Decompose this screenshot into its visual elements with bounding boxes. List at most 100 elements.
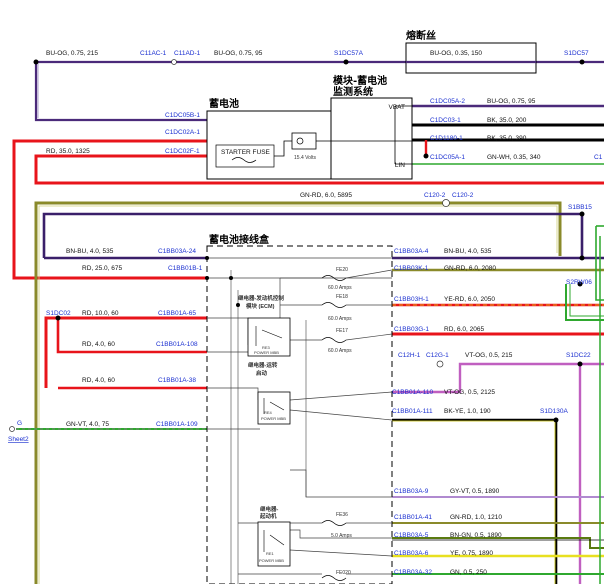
conn-c120-2b: C120-2 <box>452 192 474 199</box>
conn-c1bb01a109: C1BB01A-109 <box>156 421 198 428</box>
splice-dots <box>33 59 585 423</box>
wire-label-rd35: RD, 35.0, 1325 <box>46 148 90 155</box>
vbat-label: VBAT <box>389 104 406 111</box>
title-battery-monitor-2: 监测系统 <box>333 85 373 98</box>
wire-label-vtog-215: VT-OG, 0.5, 215 <box>465 352 513 359</box>
lin-label: LIN <box>395 162 405 169</box>
jb-bus-1 <box>207 257 392 320</box>
wire-red-main <box>12 139 207 280</box>
conn-s1dc57b: S1DC57 <box>564 50 589 57</box>
fuse-symbol <box>231 157 257 163</box>
conn-s1dc57a: S1DC57A <box>334 50 364 57</box>
relay-coil-ecm <box>255 326 283 346</box>
re1-sub-label: POWER MBB <box>259 558 284 563</box>
conn-c1bb03a4: C1BB03A-4 <box>394 248 429 255</box>
wire-label-top-mid: BU-OG, 0.75, 95 <box>214 50 263 57</box>
wire-label-vbat: BU-OG, 0.75, 95 <box>487 98 536 105</box>
wire-bngn <box>392 537 604 549</box>
relay-ign <box>257 391 291 425</box>
conn-c1dc05a1: C1DC05A-1 <box>430 154 465 161</box>
conn-c11ac1: C11AC-1 <box>140 50 167 57</box>
conn-c1bb03a6: C1BB03A-6 <box>394 550 429 557</box>
relay-ecm-title-2: 模块 (ECM) <box>246 302 275 310</box>
conn-s1bb15: S1BB15 <box>568 204 592 211</box>
conn-c11ad1: C11AD-1 <box>174 50 201 57</box>
conn-c1dc05b1: C1DC05B-1 <box>165 112 200 119</box>
re3-label: RE3 <box>262 345 271 350</box>
wire-olive-frame <box>34 201 562 584</box>
wire-rd4-a <box>56 318 207 354</box>
starter-fuse-label: STARTER FUSE <box>221 149 271 156</box>
wire-green-bundle-2 <box>569 284 604 317</box>
wire-label-bkye: BK-YE, 1.0, 190 <box>444 408 491 415</box>
relay-ign-title-1: 继电器-运转 <box>248 361 278 369</box>
conn-c1bb03g1: C1BB03G-1 <box>394 326 429 333</box>
conn-c1bb03a24: C1BB03A-24 <box>158 248 196 255</box>
conn-c1bb01a111: C1BB01A-111 <box>392 408 433 415</box>
junction-box <box>206 245 393 584</box>
battery-cell <box>291 132 317 150</box>
connector-rings <box>9 59 450 432</box>
conn-c1bb01a38: C1BB01A-38 <box>158 377 196 384</box>
title-junction-box: 蓄电池接线盒 <box>209 233 270 246</box>
wire-label-bnbu-left: BN-BU, 4.0, 535 <box>66 248 114 255</box>
conn-c120-2: C120-2 <box>424 192 446 199</box>
sheet-ref-link[interactable]: Sheet2 <box>8 436 29 443</box>
relay-ecm-title-1: 继电器-发动机控制 <box>238 294 284 302</box>
wire-label-gn: GN, 0.5, 250 <box>450 569 487 576</box>
sheet-ref-letter[interactable]: G <box>17 420 22 427</box>
fe020-label: FE020 <box>336 570 351 576</box>
battery-internal <box>274 140 331 157</box>
conn-c1bb03a9: C1BB03A-9 <box>394 488 429 495</box>
jb-bus-2 <box>230 270 239 584</box>
wire-label-gnwh: GN-WH, 0.35, 340 <box>487 154 541 161</box>
fe36-amp-label: 5.0 Amps <box>331 533 352 539</box>
fuse-fe36 <box>321 520 347 526</box>
wire-bkye-yellow <box>392 420 556 584</box>
wire-label-ye: YE, 0.75, 1890 <box>450 550 493 557</box>
conn-c1bb01a110: C1BB01A-110 <box>392 389 433 396</box>
conn-s1dc22: S1DC22 <box>566 352 591 359</box>
wire-label-gnrd-2080: GN-RD, 6.0, 2080 <box>444 265 496 272</box>
re1-label: RE1 <box>266 551 275 556</box>
wire-label-rd4-a: RD, 4.0, 60 <box>82 341 115 348</box>
fe18-amp-label: 60.0 Amps <box>328 316 352 322</box>
re4-sub-label: POWER MBB <box>261 416 286 421</box>
wire-label-bk35-200: BK, 35.0, 200 <box>487 117 527 124</box>
relay-coil-ign <box>263 398 285 414</box>
wire-label-gnrd6: GN-RD, 6.0, 5895 <box>300 192 352 199</box>
fe20-label: FE20 <box>336 267 348 273</box>
fe36-label: FE36 <box>336 512 348 518</box>
jb-fuse-lines <box>280 269 393 341</box>
wire-label-gnvt: GN-VT, 4.0, 75 <box>66 421 109 428</box>
fuse-fe17 <box>321 337 347 343</box>
wire-label-bk35-390: BK, 35.0, 390 <box>487 135 527 142</box>
wire-label-rd10: RD, 10.0, 60 <box>82 310 119 317</box>
title-battery: 蓄电池 <box>209 97 239 110</box>
fe20-amp-label: 60.0 Amps <box>328 285 352 291</box>
conn-c1dc02f1: C1DC02F-1 <box>165 148 200 155</box>
fuse-fe20 <box>321 275 347 281</box>
conn-c1bb01a65: C1BB01A-65 <box>158 310 196 317</box>
wire-rd10-box <box>44 316 207 388</box>
wire-purple-bnbu <box>42 212 584 258</box>
fe17-amp-label: 60.0 Amps <box>328 348 352 354</box>
wire-label-rd6-2065: RD, 6.0, 2065 <box>444 326 484 333</box>
conn-c1bb03k1: C1BB03K-1 <box>394 265 429 272</box>
wire-label-bnbu-right: BN-BU, 4.0, 535 <box>444 248 492 255</box>
wire-olive-inner <box>38 205 558 584</box>
title-battery-monitor-1: 模块-蓄电池 <box>333 74 387 87</box>
fe17-label: FE17 <box>336 328 348 334</box>
wire-label-top-left: BU-OG, 0.75, 215 <box>46 50 98 57</box>
monitor-internal <box>331 105 412 165</box>
wire-label-gnrd1: GN-RD, 1.0, 1210 <box>450 514 502 521</box>
relay-ecm <box>247 317 291 357</box>
wire-label-vtog-2125: VT-OG, 0.5, 2125 <box>444 389 495 396</box>
re4-label: RE4 <box>264 410 273 415</box>
fe18-label: FE18 <box>336 294 348 300</box>
conn-c1bb03h1: C1BB03H-1 <box>394 296 429 303</box>
fuse-wire-box <box>405 42 537 74</box>
conn-c12g1: C12G-1 <box>426 352 449 359</box>
conn-c1dc03-1: C1DC03-1 <box>430 117 461 124</box>
